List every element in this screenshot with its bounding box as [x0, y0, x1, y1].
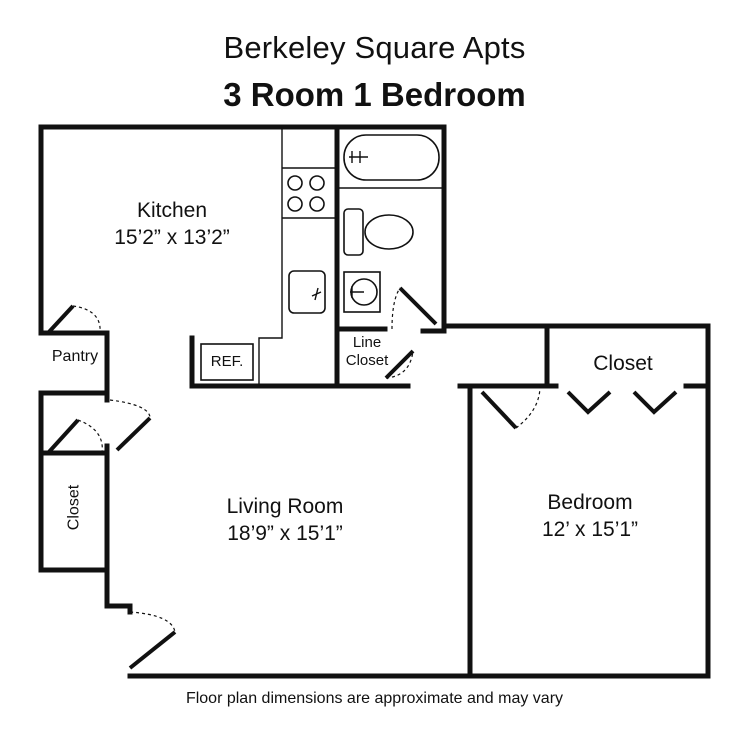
bedroom-size: 12’ x 15’1”: [541, 518, 639, 541]
disclaimer-note: Floor plan dimensions are approximate an…: [185, 690, 564, 707]
living-room-name: Living Room: [226, 495, 344, 518]
bedroom-closet-label: Closet: [593, 352, 653, 375]
interior-walls: [189, 124, 711, 679]
stove: [287, 175, 325, 212]
kitchen-counter: [200, 127, 337, 386]
plan-title: Berkeley Square Apts: [223, 30, 526, 65]
line-closet-line1: Line: [352, 334, 382, 351]
refrigerator-label: REF.: [210, 353, 244, 370]
living-room-size: 18’9” x 15’1”: [227, 522, 343, 545]
bathroom: [337, 134, 444, 313]
living-room-label: Living Room 18’9” x 15’1”: [205, 493, 365, 547]
bedroom-label: Bedroom 12’ x 15’1”: [515, 489, 665, 543]
line-closet-line2: Closet: [345, 352, 389, 369]
refrigerator: [200, 343, 254, 381]
kitchen-size: 15’2” x 13’2”: [114, 226, 230, 249]
left-closet-label: Closet: [65, 484, 83, 531]
bedroom-name: Bedroom: [547, 491, 633, 514]
plan-subtitle: 3 Room 1 Bedroom: [223, 76, 526, 113]
pantry-label: Pantry: [51, 348, 99, 365]
kitchen-label: Kitchen 15’2” x 13’2”: [97, 197, 247, 251]
line-closet-label: Line Closet: [337, 334, 397, 370]
doors: [46, 286, 678, 670]
kitchen-sink: [288, 270, 326, 314]
exterior-walls: [38, 124, 711, 679]
kitchen-name: Kitchen: [136, 199, 208, 222]
